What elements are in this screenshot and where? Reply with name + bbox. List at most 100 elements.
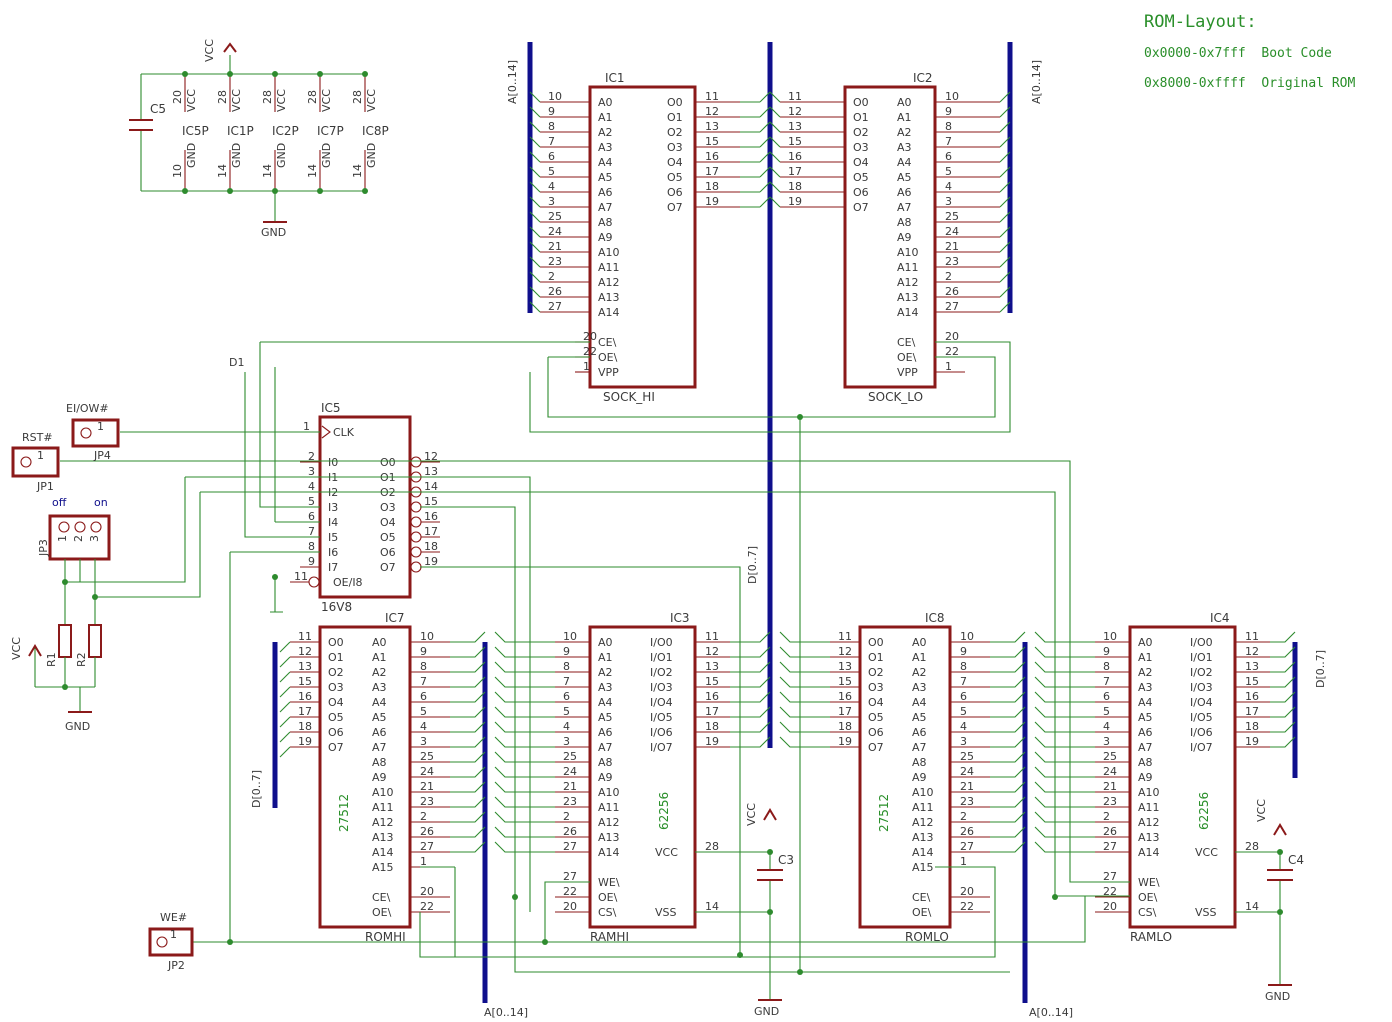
c5-label: C5 xyxy=(150,102,166,116)
svg-text:VCC: VCC xyxy=(185,89,198,112)
pin-label: A4 xyxy=(598,156,613,169)
pin-number: 16 xyxy=(705,150,719,163)
pin-number: 10 xyxy=(945,90,959,103)
svg-text:GND: GND xyxy=(365,143,378,168)
bus-label-data-right: D[0..7] xyxy=(1314,650,1327,688)
pin-label: A11 xyxy=(598,801,620,814)
pin-label: A9 xyxy=(897,231,912,244)
ic1-ref: IC1 xyxy=(605,71,625,85)
pin-label: A4 xyxy=(372,696,387,709)
pin-number: 2 xyxy=(420,810,427,823)
bus-label-addr-bottom-left: A[0..14] xyxy=(484,1006,528,1019)
gnd-c3-label: GND xyxy=(754,1005,779,1018)
pin-label: A13 xyxy=(372,831,394,844)
pin-number: 5 xyxy=(420,705,427,718)
svg-text:2: 2 xyxy=(72,535,85,542)
pin-number: 27 xyxy=(1103,840,1117,853)
rom-layout-note: ROM-Layout: 0x0000-0x7fff Boot Code 0x80… xyxy=(1144,12,1355,91)
pin-number: 2 xyxy=(945,270,952,283)
pin-number: 22 xyxy=(1103,885,1117,898)
svg-text:OE/I8: OE/I8 xyxy=(333,576,363,589)
pin-label: O0 xyxy=(868,636,884,649)
pin-label: CE\ xyxy=(912,891,931,904)
vcc-c3-label: VCC xyxy=(745,803,758,826)
power-part-label: IC7P xyxy=(317,124,344,138)
pin-number: 25 xyxy=(1103,750,1117,763)
pin-label: I/O2 xyxy=(1190,666,1213,679)
pin-label: A8 xyxy=(912,756,927,769)
pin-number: 15 xyxy=(705,675,719,688)
vcc-r-label: VCC xyxy=(10,637,23,660)
pin-label: A2 xyxy=(372,666,387,679)
svg-text:GND: GND xyxy=(185,143,198,168)
power-vcc-pin: 28 xyxy=(216,90,229,104)
svg-text:1: 1 xyxy=(170,928,177,941)
pin-number: 27 xyxy=(1103,870,1117,883)
pin-label: A1 xyxy=(897,111,912,124)
pin-label: CE\ xyxy=(897,336,916,349)
pin-label: O2 xyxy=(667,126,683,139)
ic5-ref: IC5 xyxy=(321,401,341,415)
bus-label-ic2-addr: A[0..14] xyxy=(1030,60,1043,104)
pin-label: O3 xyxy=(853,141,869,154)
pin-label: A6 xyxy=(897,186,912,199)
pin-number: 4 xyxy=(563,720,570,733)
power-gnd-pin: 14 xyxy=(216,164,229,178)
pin-label: I0 xyxy=(328,456,338,469)
pin-number: 2 xyxy=(548,270,555,283)
pin-label: A3 xyxy=(912,681,927,694)
pin-number: 5 xyxy=(563,705,570,718)
power-vcc-pin: 28 xyxy=(261,90,274,104)
pin-label: I/O7 xyxy=(1190,741,1213,754)
pin-label: O7 xyxy=(853,201,869,214)
pin-number: 12 xyxy=(705,645,719,658)
pin-number: 10 xyxy=(548,90,562,103)
jp1-ref: JP1 xyxy=(36,480,54,493)
ic1-value: SOCK_HI xyxy=(603,390,655,404)
pin-label: A12 xyxy=(912,816,934,829)
pin-number: 1 xyxy=(420,855,427,868)
pin-label: A14 xyxy=(897,306,919,319)
pin-label: A7 xyxy=(1138,741,1153,754)
pin-label: A15 xyxy=(912,861,934,874)
svg-text:1: 1 xyxy=(37,449,44,462)
pin-label: A13 xyxy=(1138,831,1160,844)
svg-text:62256: 62256 xyxy=(1197,792,1211,830)
pin-number: 2 xyxy=(1103,810,1110,823)
bottom-caps: C3 VCC GND C4 VCC GND xyxy=(745,799,1304,1018)
bus-label-ic1-addr: A[0..14] xyxy=(506,60,519,104)
pin-label: CE\ xyxy=(598,336,617,349)
pin-label: O6 xyxy=(868,726,884,739)
pin-label: A1 xyxy=(598,111,613,124)
pin-number: 3 xyxy=(563,735,570,748)
pin-label: A15 xyxy=(372,861,394,874)
pin-label: I/O0 xyxy=(1190,636,1213,649)
pin-number: 17 xyxy=(298,705,312,718)
pin-label: I3 xyxy=(328,501,338,514)
pin-number: 15 xyxy=(298,675,312,688)
jp3-on-label: on xyxy=(94,496,108,509)
pin-label: OE\ xyxy=(598,891,618,904)
pin-label: A7 xyxy=(598,741,613,754)
svg-text:1: 1 xyxy=(97,420,104,433)
pin-label: A0 xyxy=(372,636,387,649)
pin-number: 18 xyxy=(424,540,438,553)
pin-number: 22 xyxy=(420,900,434,913)
pin-number: 12 xyxy=(424,450,438,463)
pin-number: 5 xyxy=(960,705,967,718)
pin-number: 17 xyxy=(788,165,802,178)
pin-label: A5 xyxy=(912,711,927,724)
pin-number: 17 xyxy=(424,525,438,538)
pin-number: 17 xyxy=(838,705,852,718)
pin-label: A3 xyxy=(897,141,912,154)
c4-label: C4 xyxy=(1288,853,1304,867)
pin-number: 20 xyxy=(420,885,434,898)
pin-number: 12 xyxy=(788,105,802,118)
pin-number: 6 xyxy=(960,690,967,703)
pin-number: 5 xyxy=(945,165,952,178)
pin-number: 24 xyxy=(563,765,577,778)
pin-label: O1 xyxy=(853,111,869,124)
pin-label: O5 xyxy=(328,711,344,724)
pin-number: 16 xyxy=(298,690,312,703)
